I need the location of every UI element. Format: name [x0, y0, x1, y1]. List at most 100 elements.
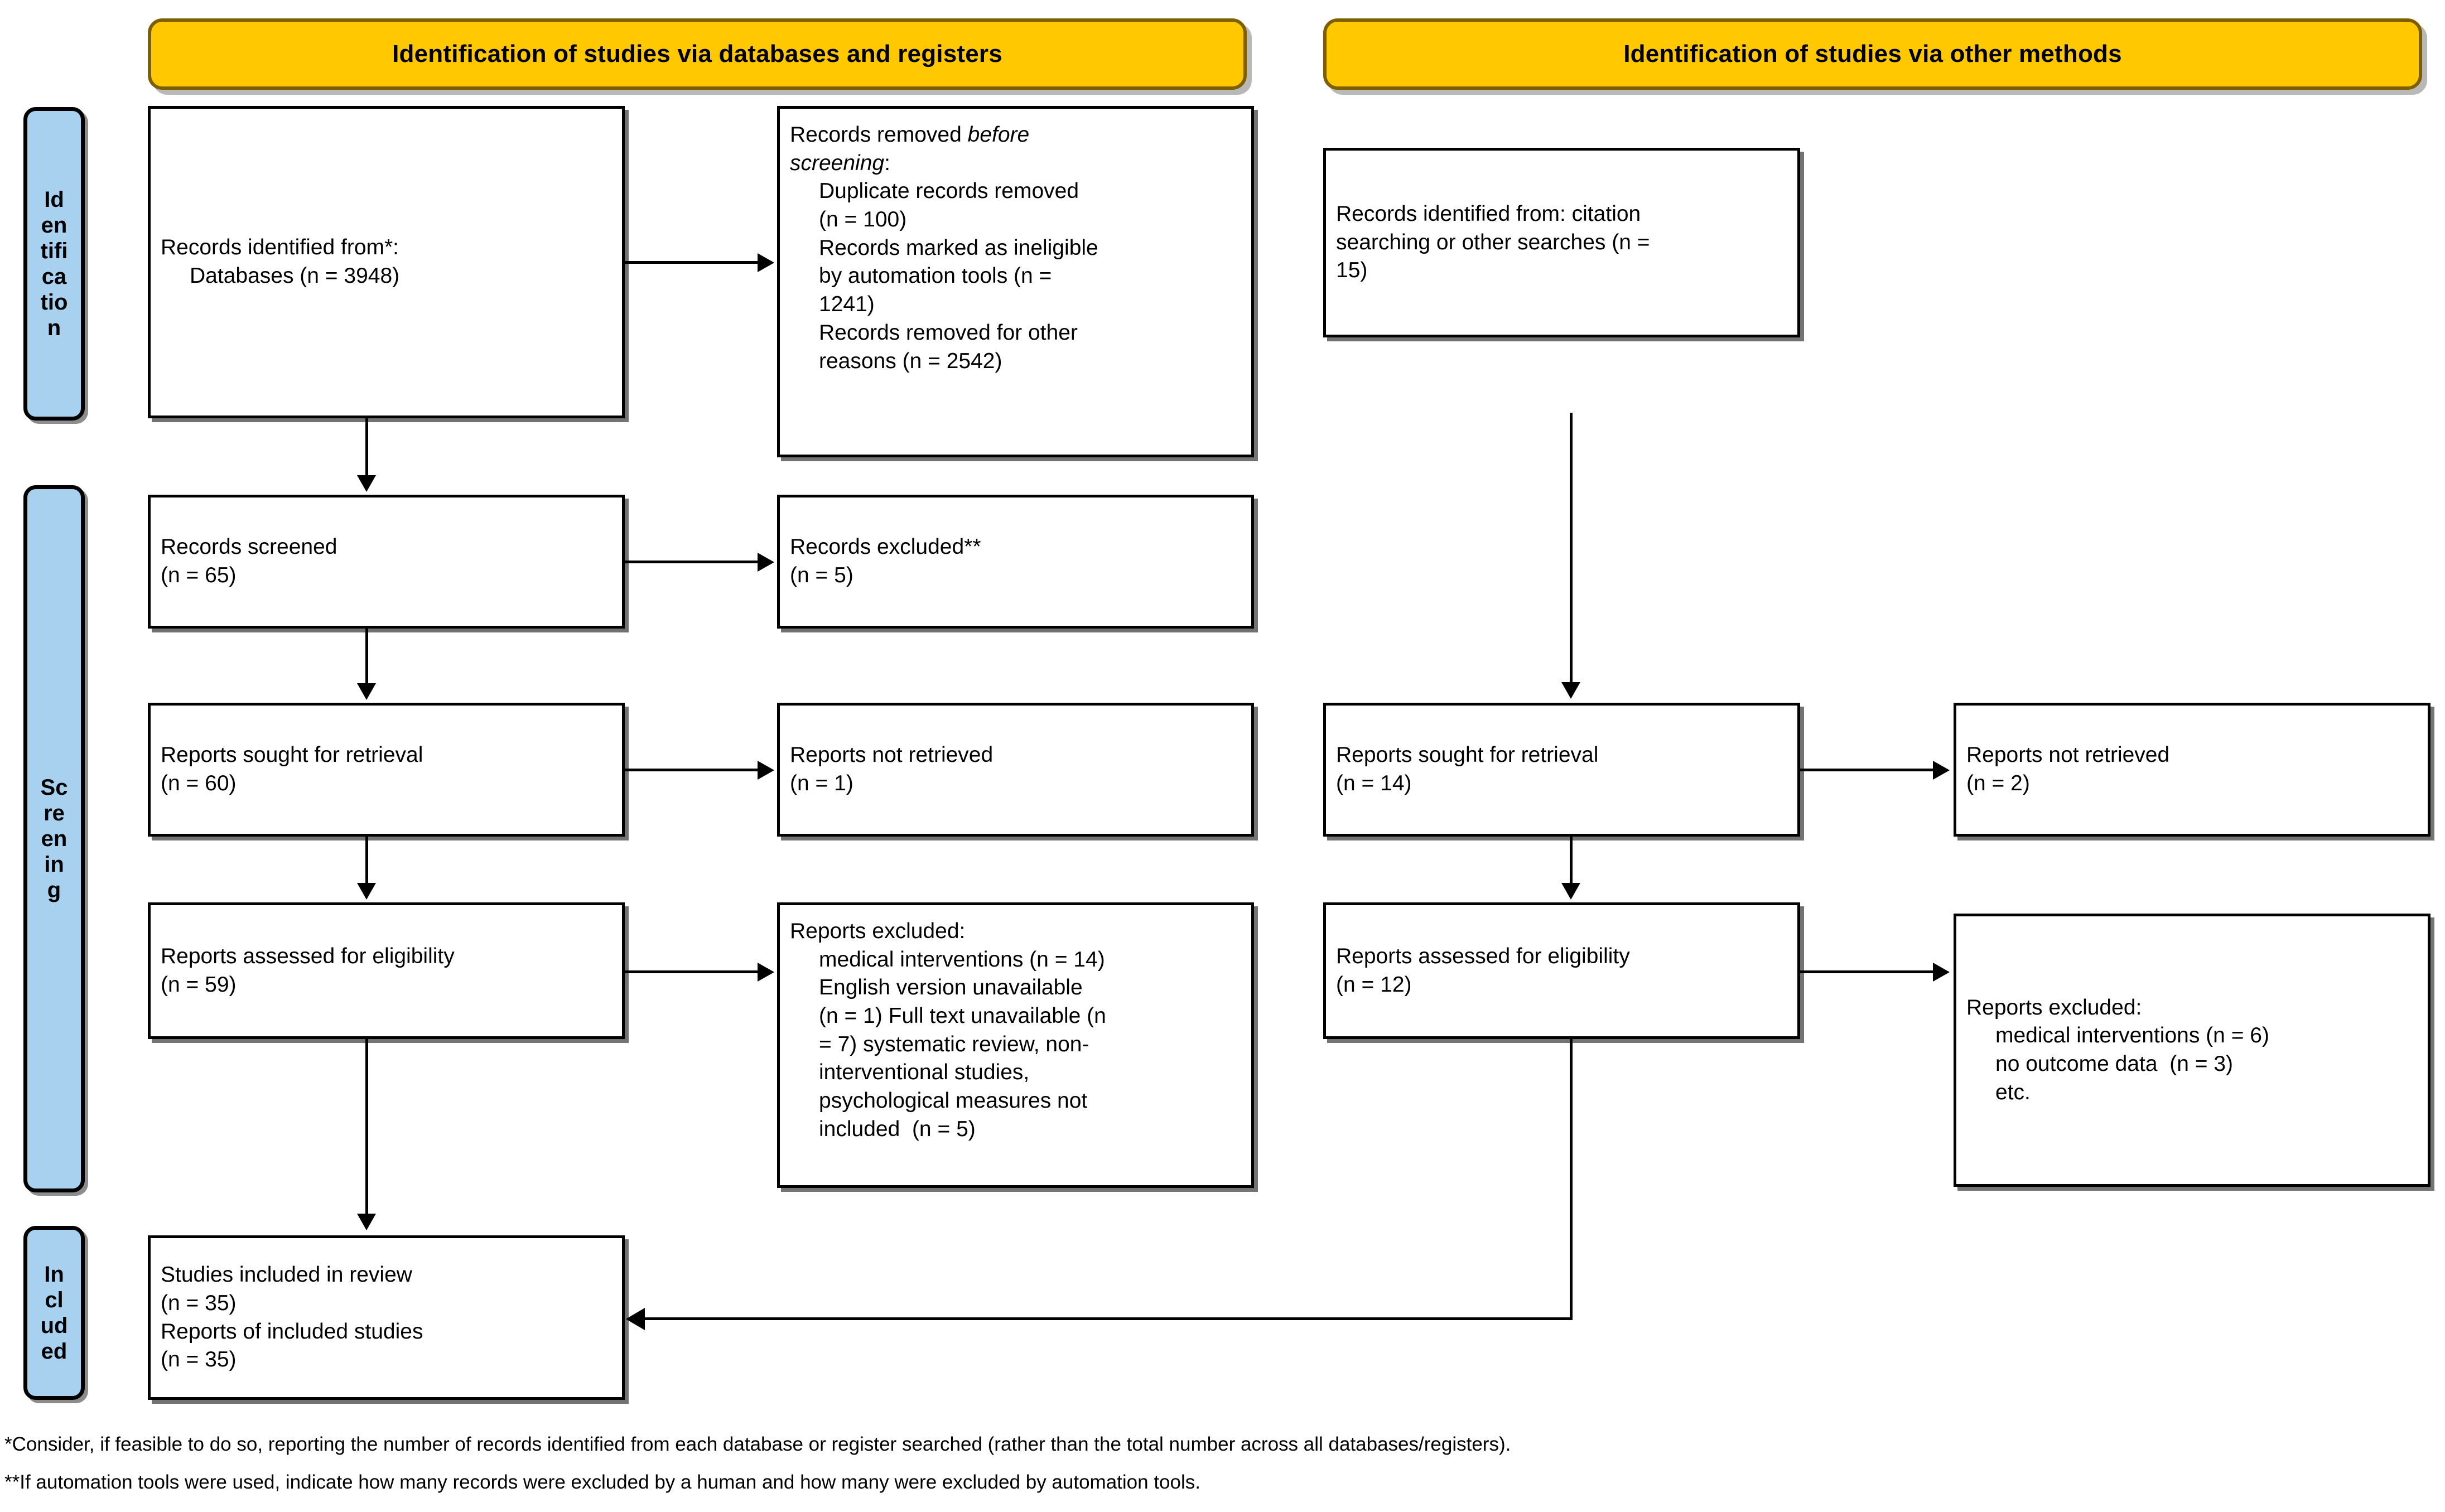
arrow-assessed-to-included — [357, 1214, 376, 1230]
box-reports-excluded-left: Reports excluded: medical interventions … — [777, 902, 1254, 1188]
records-removed-line-2: Duplicate records removed — [819, 179, 1079, 204]
connector-sought-to-assessed-right — [1570, 837, 1573, 884]
banner-databases-registers: Identification of studies via databases … — [148, 18, 1247, 90]
reports-not-retrieved-right-line-1: (n = 2) — [1966, 771, 2030, 795]
connector-identified-other-to-sought-right — [1570, 413, 1573, 683]
records-identified-line-0: Records identified from*: — [161, 235, 399, 260]
box-records-excluded: Records excluded** (n = 5) — [777, 495, 1254, 629]
connector-assessed-to-excluded-left — [625, 970, 760, 973]
reports-sought-right-line-1: (n = 14) — [1336, 771, 1412, 795]
records-identified-line-1: Databases (n = 3948) — [190, 264, 400, 288]
records-removed-line-7: Records removed for other — [819, 320, 1078, 345]
reports-excluded-left-line-4: = 7) systematic review, non- — [819, 1032, 1089, 1056]
arrow-identified-to-screened — [357, 475, 376, 492]
box-reports-assessed-left: Reports assessed for eligibility (n = 59… — [148, 902, 625, 1039]
banner-other-methods: Identification of studies via other meth… — [1323, 18, 2422, 90]
reports-excluded-left-line-2: English version unavailable — [819, 975, 1083, 1000]
sidebar-included-line-3: ed — [41, 1339, 67, 1364]
connector-identified-to-screened — [365, 418, 368, 477]
reports-excluded-left-line-7: included (n = 5) — [819, 1117, 976, 1141]
records-excluded-line-1: (n = 5) — [790, 563, 853, 587]
studies-included-line-1: (n = 35) — [161, 1291, 237, 1315]
sidebar-included: In cl ud ed — [23, 1226, 85, 1400]
banner-left-label: Identification of studies via databases … — [392, 40, 1002, 67]
records-screened-line-1: (n = 65) — [161, 563, 237, 587]
sidebar-included-line-2: ud — [40, 1313, 68, 1338]
box-reports-sought-right: Reports sought for retrieval (n = 14) — [1323, 703, 1800, 837]
reports-sought-left-line-1: (n = 60) — [161, 771, 237, 795]
reports-excluded-left-line-6: psychological measures not — [819, 1089, 1088, 1113]
studies-included-line-3: (n = 35) — [161, 1347, 237, 1372]
box-records-identified: Records identified from*: Databases (n =… — [148, 106, 625, 418]
reports-excluded-left-line-5: interventional studies, — [819, 1060, 1030, 1085]
reports-excluded-right-line-3: etc. — [1995, 1080, 2031, 1104]
sidebar-identification-line-5: n — [47, 316, 61, 340]
connector-screened-to-sought — [365, 629, 368, 684]
connector-assessed-to-excluded-right — [1800, 970, 1936, 973]
reports-excluded-left-line-3: (n = 1) Full text unavailable (n — [819, 1004, 1106, 1028]
reports-excluded-right-line-1: medical interventions (n = 6) — [1995, 1023, 2269, 1048]
sidebar-screening-line-4: g — [47, 878, 61, 902]
connector-elbow-vertical — [1570, 1039, 1573, 1319]
sidebar-screening-line-2: en — [41, 827, 67, 851]
reports-assessed-left-line-1: (n = 59) — [161, 972, 237, 997]
box-reports-excluded-right: Reports excluded: medical interventions … — [1954, 914, 2430, 1187]
records-removed-line-6: 1241) — [819, 292, 875, 317]
records-identified-other-line-1: searching or other searches (n = — [1336, 230, 1650, 254]
records-identified-other-line-2: 15) — [1336, 258, 1368, 283]
reports-excluded-right-line-2: no outcome data (n = 3) — [1995, 1052, 2234, 1076]
arrow-identified-other-to-sought-right — [1561, 682, 1580, 699]
reports-assessed-right-line-0: Reports assessed for eligibility — [1336, 944, 1630, 968]
reports-not-retrieved-right-line-0: Reports not retrieved — [1966, 743, 2170, 767]
box-records-identified-other: Records identified from: citation search… — [1323, 148, 1800, 337]
records-excluded-line-0: Records excluded** — [790, 535, 981, 559]
sidebar-identification-line-3: ca — [41, 264, 67, 289]
footnote-asterisk: *Consider, if feasible to do so, reporti… — [4, 1433, 1511, 1455]
connector-elbow-horizontal — [644, 1317, 1573, 1320]
arrow-sought-to-notretrieved-left — [758, 761, 774, 780]
arrow-identified-to-removed — [758, 253, 774, 272]
box-reports-not-retrieved-right: Reports not retrieved (n = 2) — [1954, 703, 2430, 837]
sidebar-identification-line-0: Id — [44, 187, 64, 212]
reports-sought-right-line-0: Reports sought for retrieval — [1336, 743, 1599, 767]
arrow-screened-to-excluded — [758, 553, 774, 572]
reports-excluded-right-line-0: Reports excluded: — [1966, 995, 2142, 1020]
arrow-assessed-to-excluded-right — [1933, 963, 1950, 982]
arrow-assessed-to-excluded-left — [758, 963, 774, 982]
arrow-sought-to-assessed-right — [1561, 883, 1580, 900]
reports-excluded-left-line-0: Reports excluded: — [790, 919, 966, 943]
studies-included-line-0: Studies included in review — [161, 1263, 412, 1287]
sidebar-identification-line-1: en — [41, 213, 67, 238]
reports-assessed-right-line-1: (n = 12) — [1336, 972, 1412, 997]
sidebar-screening-line-3: in — [44, 852, 64, 877]
connector-assessed-to-included — [365, 1039, 368, 1215]
sidebar-included-line-0: In — [44, 1262, 64, 1287]
box-reports-not-retrieved-left: Reports not retrieved (n = 1) — [777, 703, 1254, 837]
records-removed-line-1: screening: — [790, 151, 890, 175]
box-reports-sought-left: Reports sought for retrieval (n = 60) — [148, 703, 625, 837]
sidebar-screening-line-0: Sc — [40, 775, 68, 800]
footnote-double-asterisk: **If automation tools were used, indicat… — [4, 1471, 1200, 1493]
sidebar-screening-line-1: re — [44, 801, 65, 825]
records-removed-line-4: Records marked as ineligible — [819, 235, 1098, 260]
sidebar-identification-line-2: tifi — [40, 239, 68, 263]
reports-excluded-left-line-1: medical interventions (n = 14) — [819, 947, 1105, 972]
connector-screened-to-excluded — [625, 561, 760, 563]
banner-right-label: Identification of studies via other meth… — [1623, 40, 2122, 67]
records-removed-line-0: Records removed before — [790, 123, 1030, 147]
sidebar-included-line-1: cl — [45, 1288, 64, 1312]
records-removed-line-5: by automation tools (n = — [819, 264, 1052, 288]
connector-sought-to-notretrieved-right — [1800, 769, 1936, 771]
sidebar-screening: Sc re en in g — [23, 485, 85, 1192]
sidebar-identification: Id en tifi ca tio n — [23, 107, 85, 421]
connector-identified-to-removed — [625, 261, 760, 264]
records-identified-other-line-0: Records identified from: citation — [1336, 201, 1641, 226]
reports-not-retrieved-left-line-1: (n = 1) — [790, 771, 853, 795]
box-records-removed-before-screening: Records removed before screening: Duplic… — [777, 106, 1254, 457]
box-studies-included: Studies included in review (n = 35) Repo… — [148, 1235, 625, 1400]
records-removed-line-8: reasons (n = 2542) — [819, 349, 1002, 373]
arrow-sought-to-assessed-left — [357, 883, 376, 900]
arrow-sought-to-notretrieved-right — [1933, 761, 1950, 780]
reports-not-retrieved-left-line-0: Reports not retrieved — [790, 743, 994, 767]
connector-sought-to-notretrieved-left — [625, 769, 760, 771]
